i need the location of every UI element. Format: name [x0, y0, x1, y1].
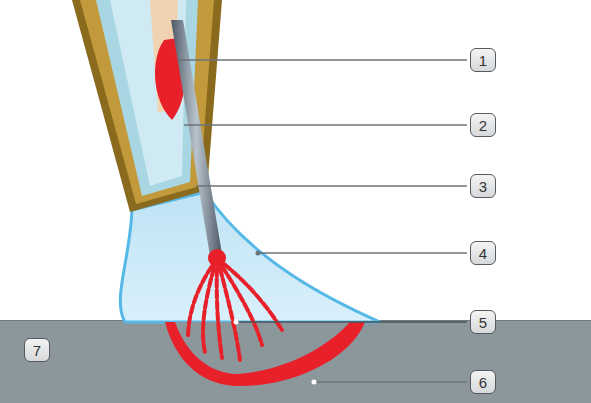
callout-box: 5: [470, 310, 496, 334]
callout-number: 1: [479, 53, 487, 68]
callout-box: 3: [470, 174, 496, 198]
callout-number: 3: [479, 179, 487, 194]
callout-box: 2: [470, 113, 496, 137]
callout-number: 4: [479, 246, 487, 261]
weld-pool: [165, 322, 365, 386]
workpiece: [0, 320, 591, 403]
callout-box: 4: [470, 241, 496, 265]
leader-lines: [178, 60, 467, 382]
callout-box: 1: [470, 48, 496, 72]
welding-arc: [188, 264, 282, 360]
callout-number: 5: [479, 315, 487, 330]
callout-box: 6: [470, 370, 496, 394]
callout-number: 7: [33, 343, 41, 358]
leader-dots: [234, 251, 317, 385]
callout-number: 2: [479, 118, 487, 133]
callout-number: 6: [479, 375, 487, 390]
shielding-gas: [120, 192, 380, 322]
wire-electrode: [171, 20, 222, 256]
callout-box: 7: [24, 338, 50, 362]
